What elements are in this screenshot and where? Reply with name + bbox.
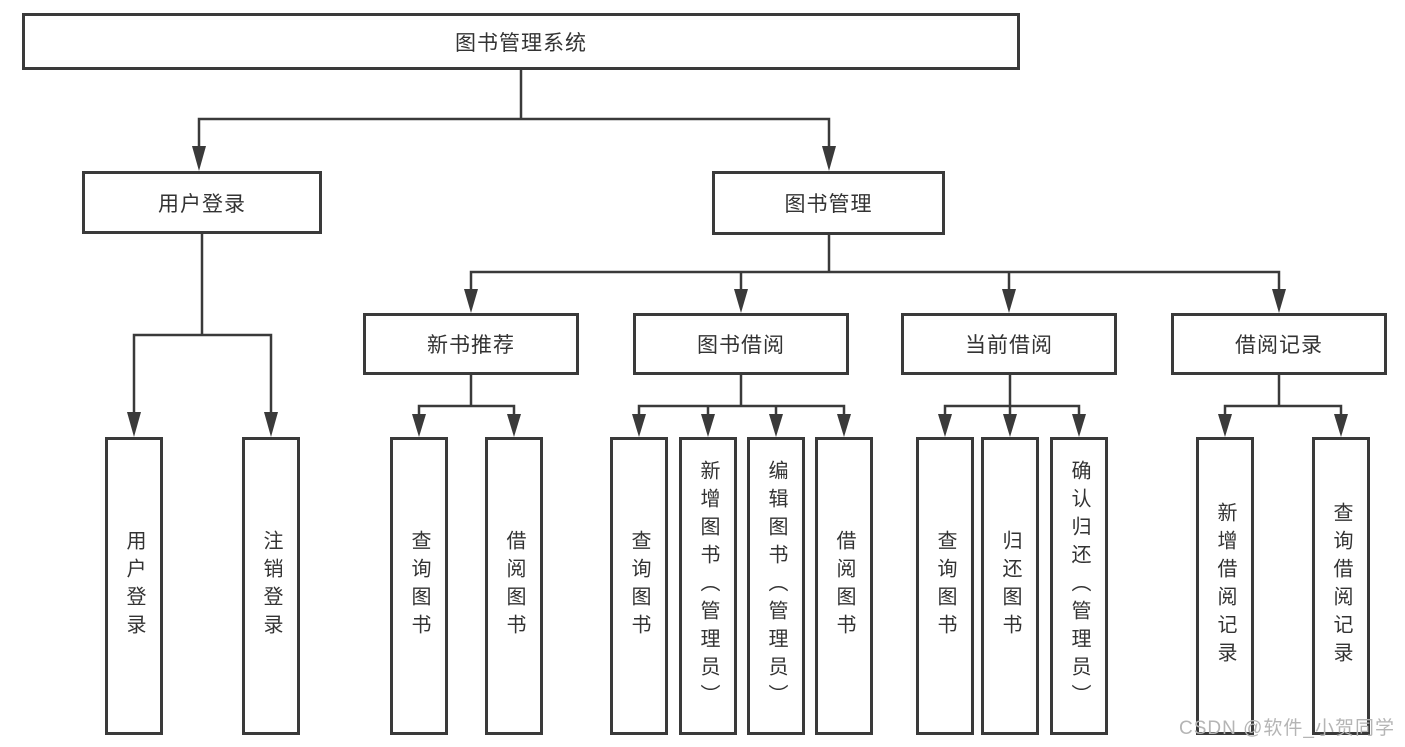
leaf-borrow-books: 借阅图书: [815, 437, 873, 735]
node-user-login: 用户登录: [82, 171, 322, 234]
csdn-watermark: CSDN @软件_小贺同学: [1179, 718, 1395, 739]
arrowheads: [127, 146, 1348, 437]
leaf-query-books-current: 查询图书: [916, 437, 974, 735]
leaf-confirm-return-admin: 确认归还（管理员）: [1050, 437, 1108, 735]
leaf-query-borrowing-record: 查询借阅记录: [1312, 437, 1370, 735]
node-current-borrowing: 当前借阅: [901, 313, 1117, 375]
leaf-add-books-admin: 新增图书（管理员）: [679, 437, 737, 735]
leaf-add-borrowing-record: 新增借阅记录: [1196, 437, 1254, 735]
node-borrowing-records: 借阅记录: [1171, 313, 1387, 375]
node-library-management-system: 图书管理系统: [22, 13, 1020, 70]
leaf-logout: 注销登录: [242, 437, 300, 735]
node-book-borrowing: 图书借阅: [633, 313, 849, 375]
leaf-return-books: 归还图书: [981, 437, 1039, 735]
node-new-book-recommendation: 新书推荐: [363, 313, 579, 375]
node-book-management: 图书管理: [712, 171, 945, 235]
leaf-user-login: 用户登录: [105, 437, 163, 735]
leaf-query-books-recommend: 查询图书: [390, 437, 448, 735]
leaf-query-books-borrowing: 查询图书: [610, 437, 668, 735]
leaf-borrow-books-recommend: 借阅图书: [485, 437, 543, 735]
leaf-edit-books-admin: 编辑图书（管理员）: [747, 437, 805, 735]
